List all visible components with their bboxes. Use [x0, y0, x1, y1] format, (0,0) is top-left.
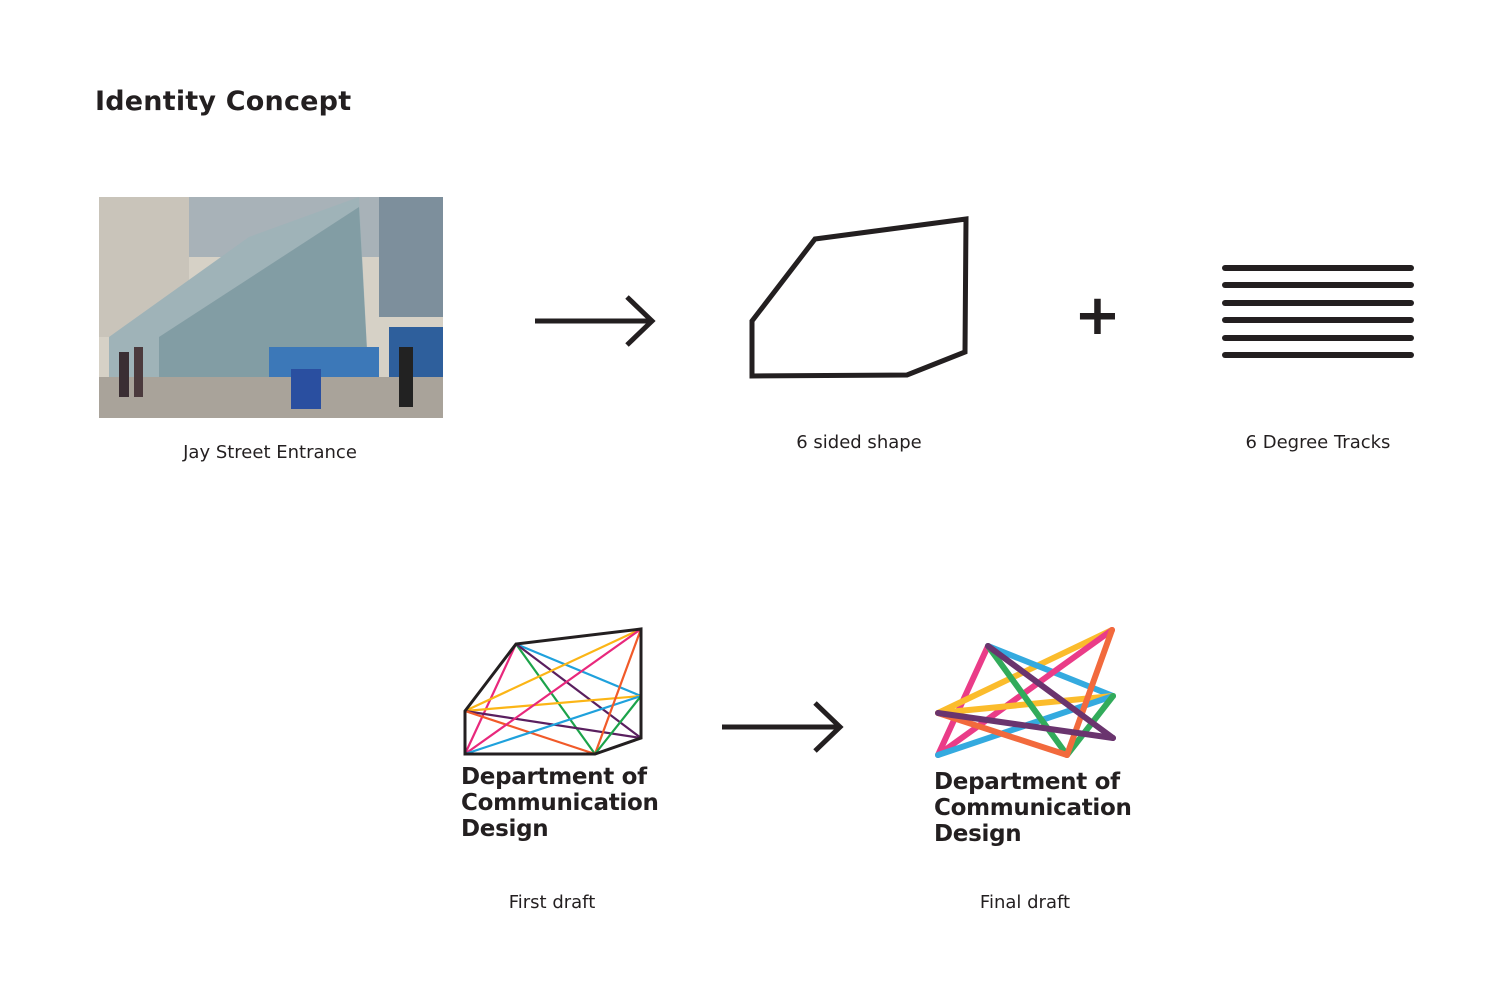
plus-icon: + — [1074, 283, 1121, 348]
page-title: Identity Concept — [95, 86, 352, 117]
six-sided-shape — [749, 216, 969, 379]
arrow-right-icon — [535, 295, 656, 347]
final-draft-logo-text: Department of Communication Design — [934, 769, 1132, 847]
shape-caption: 6 sided shape — [796, 432, 922, 453]
jay-street-photo — [99, 197, 443, 418]
logo-line: Department of — [461, 764, 647, 790]
six-degree-tracks — [1222, 265, 1414, 358]
logo-line: Communication — [461, 790, 659, 816]
first-draft-caption: First draft — [508, 892, 596, 913]
logo-line: Design — [461, 816, 549, 842]
final-draft-logo-mark — [935, 627, 1116, 758]
logo-line: Design — [934, 821, 1022, 847]
arrow-right-icon — [722, 701, 844, 753]
tracks-caption: 6 Degree Tracks — [1245, 432, 1391, 453]
first-draft-logo-text: Department of Communication Design — [461, 764, 659, 842]
photo-caption: Jay Street Entrance — [183, 442, 357, 463]
logo-line: Communication — [934, 795, 1132, 821]
logo-line: Department of — [934, 769, 1120, 795]
final-draft-caption: Final draft — [979, 892, 1071, 913]
first-draft-logo-mark — [463, 627, 643, 756]
